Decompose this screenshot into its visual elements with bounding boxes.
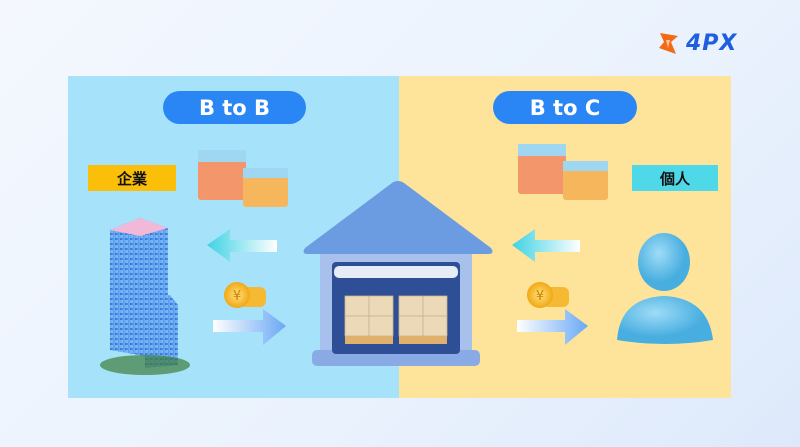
coin-icon: ¥ <box>527 282 569 308</box>
logo-text: 4PX <box>686 30 738 56</box>
b2b-title: B to B <box>163 91 306 124</box>
warehouse-icon <box>303 181 493 366</box>
brand-logo: 4PX <box>656 30 737 56</box>
arrow-right-icon <box>213 309 286 345</box>
building-icon <box>100 218 190 375</box>
svg-text:¥: ¥ <box>233 289 241 304</box>
parcel-boxes-icon <box>198 150 288 207</box>
logo-mark-icon <box>659 33 678 54</box>
arrow-left-icon <box>207 229 277 262</box>
arrow-right-icon <box>517 309 588 345</box>
arrow-left-icon <box>512 229 580 262</box>
individual-tag: 個人 <box>632 165 718 191</box>
person-icon <box>617 233 713 344</box>
coin-icon: ¥ <box>224 282 266 308</box>
svg-text:¥: ¥ <box>536 289 544 304</box>
business-tag: 企業 <box>88 165 176 191</box>
b2c-title: B to C <box>493 91 637 124</box>
parcel-boxes-icon <box>518 144 608 200</box>
